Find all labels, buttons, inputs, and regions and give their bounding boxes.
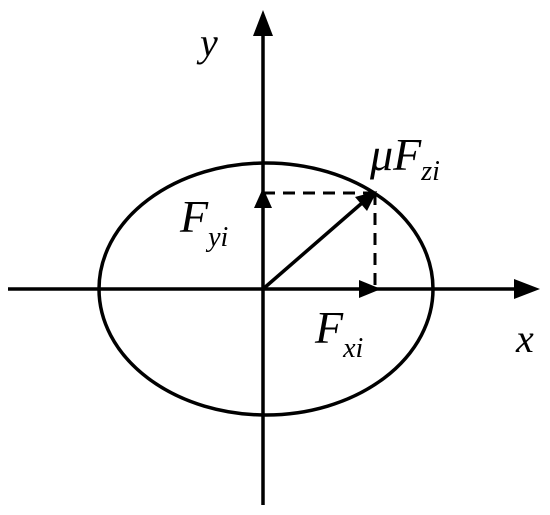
y-axis-arrowhead xyxy=(253,10,273,36)
x-component-label: Fxi xyxy=(314,302,363,364)
resultant-vector-arrowhead xyxy=(355,191,377,211)
y-component-label-main: F xyxy=(179,191,209,242)
x-axis-label: x xyxy=(515,316,534,361)
x-axis-arrowhead xyxy=(514,279,540,299)
resultant-vector xyxy=(261,201,364,291)
y-component-label-subscript: yi xyxy=(205,222,228,253)
y-axis-label: y xyxy=(196,20,218,65)
resultant-label-subscript: zi xyxy=(420,156,440,187)
resultant-label: μFzi xyxy=(369,129,440,187)
x-component-label-subscript: xi xyxy=(342,333,363,364)
y-component-arrowhead xyxy=(254,188,272,208)
y-component-label: Fyi xyxy=(179,191,228,253)
x-component-label-main: F xyxy=(314,302,344,353)
resultant-label-main: F xyxy=(392,129,422,180)
resultant-label-symbol: μ xyxy=(369,129,393,180)
x-component-arrowhead xyxy=(359,280,381,298)
